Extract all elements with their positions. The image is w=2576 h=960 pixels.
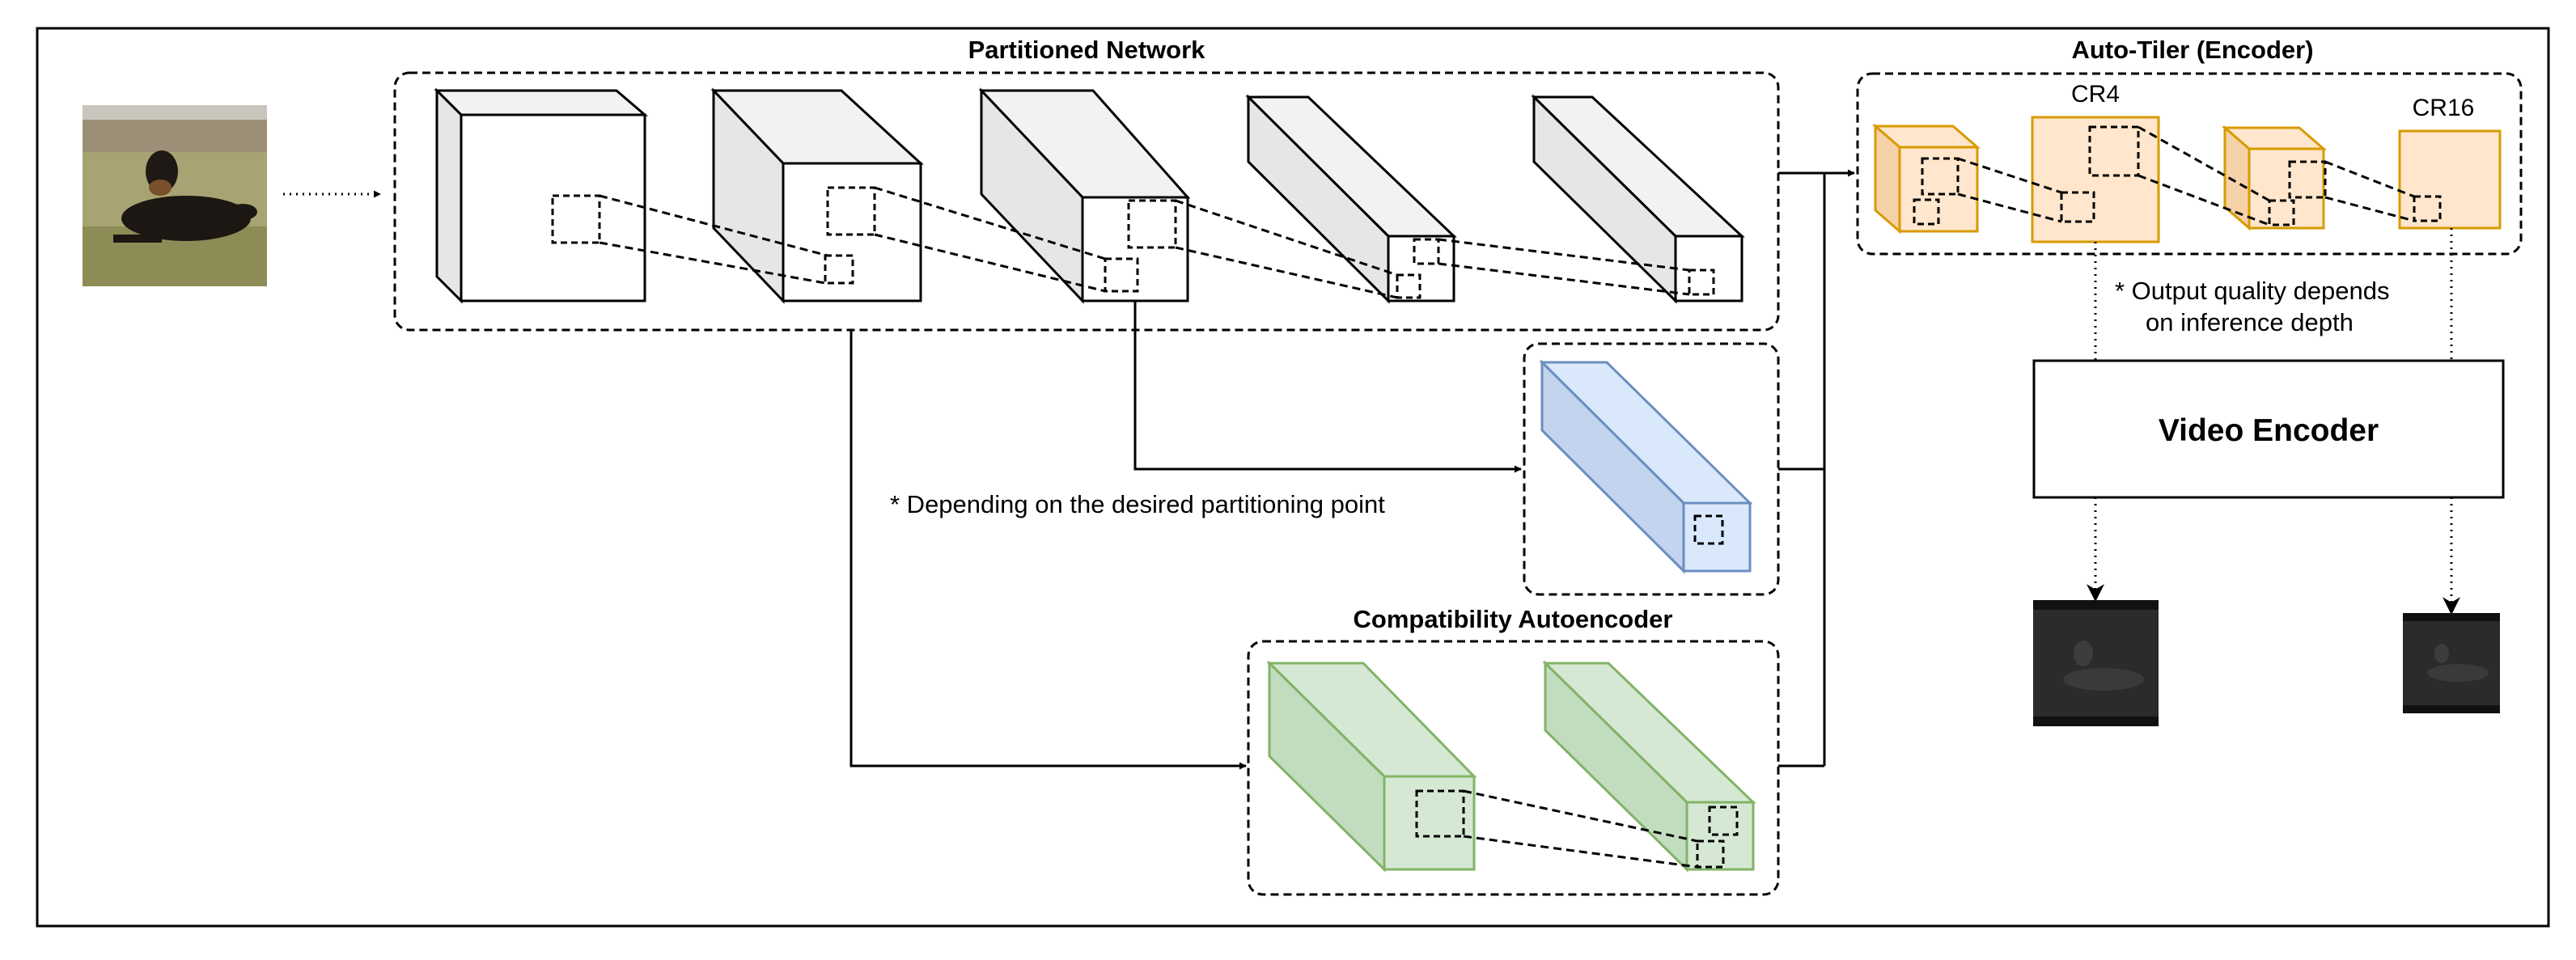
merge-connector: [1778, 169, 1855, 768]
blue-feature-cube: [1539, 359, 1753, 574]
orange-cube-1: [1871, 123, 1981, 235]
green-cube-2: [1542, 660, 1756, 873]
auto-tiler-group: [1856, 72, 2523, 256]
layer-cube-3: [978, 87, 1191, 304]
orange-cube-2: [2221, 125, 2328, 231]
cr16-label: CR16: [2413, 95, 2475, 121]
compat-autoencoder-group: [1247, 640, 1780, 896]
cr4-label: CR4: [2071, 81, 2120, 108]
orange-tile-cr4: [2031, 116, 2160, 243]
partition-point-note: * Depending on the desired partitioning …: [890, 490, 1385, 518]
layer-cube-2: [710, 87, 924, 304]
video-encoder-label: Video Encoder: [2159, 413, 2379, 448]
branch-arrow-green: [849, 330, 1247, 770]
quality-note-line1: * Output quality depends: [2115, 277, 2390, 305]
outer-frame: [36, 27, 2550, 928]
orange-tile-cr16: [2398, 129, 2502, 230]
tiler-links: [1957, 125, 2415, 226]
quality-note-line2: on inference depth: [2146, 308, 2354, 336]
video-encoder-box: [2032, 359, 2505, 499]
green-cube-1: [1266, 660, 1477, 873]
layer-cube-4: [1245, 94, 1457, 304]
compat-autoencoder-title: Compatibility Autoencoder: [1354, 605, 1673, 633]
receptive-field-links: [599, 186, 1690, 299]
encoded-output-cr16: [2403, 613, 2500, 713]
layer-cube-1: [434, 87, 649, 304]
auto-tiler-title: Auto-Tiler (Encoder): [2071, 36, 2313, 64]
partitioned-network-title: Partitioned Network: [968, 36, 1206, 64]
encoded-output-cr4: [2033, 600, 2159, 726]
layer-cube-5: [1531, 94, 1745, 304]
partitioned-network-group: [393, 71, 1780, 332]
branch-arrow-blue: [1133, 301, 1522, 473]
input-dog-image: [83, 105, 267, 286]
